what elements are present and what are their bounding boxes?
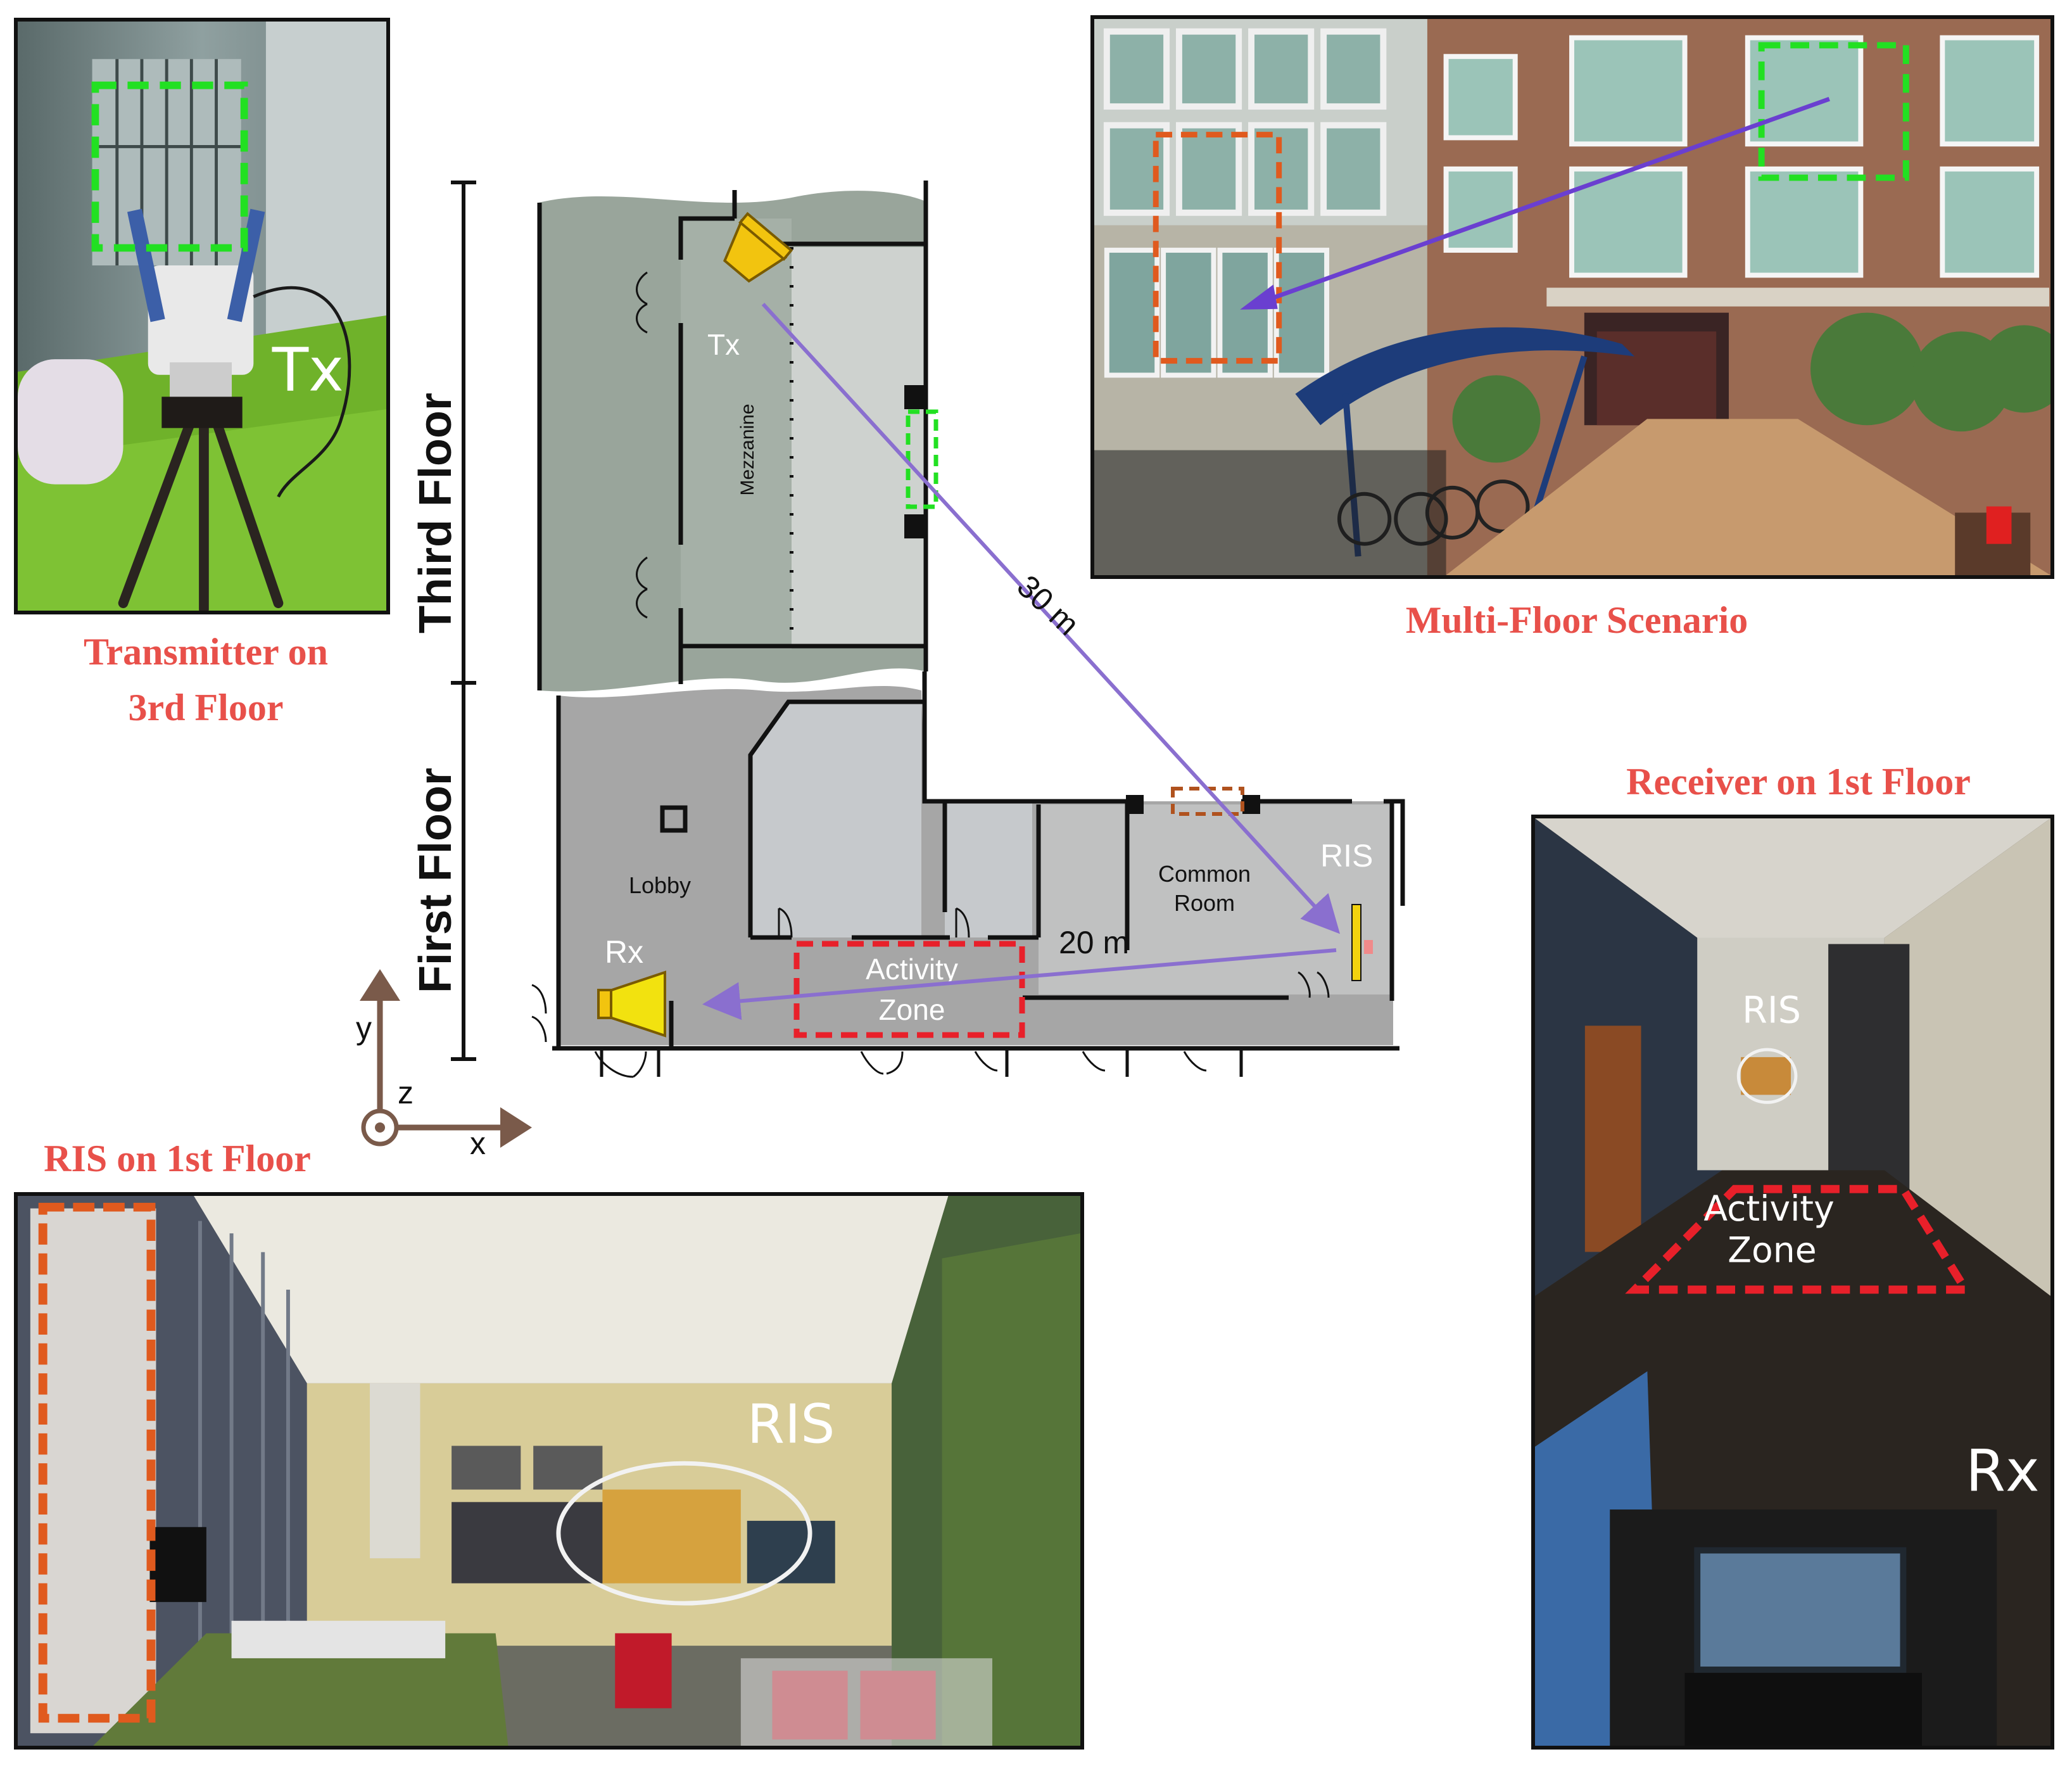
axis-x-label: x	[470, 1126, 486, 1161]
common-room-label-1: Common	[1158, 861, 1251, 887]
distance-tx-ris-label: 30 m	[1010, 568, 1085, 642]
photo-building	[1090, 15, 2054, 579]
axes-icon: y z x	[356, 969, 532, 1161]
tx-photo-label: Tx	[272, 335, 344, 405]
photo-ris-room: RIS	[14, 1192, 1084, 1750]
distance-ris-rx-label: 20 m	[1059, 925, 1129, 960]
tx-antenna-icon	[723, 212, 793, 283]
ris-panel-icon	[1351, 904, 1361, 981]
photo-transmitter: Tx	[14, 18, 390, 614]
first-floor-label: First Floor	[410, 768, 461, 993]
rx-photo-rx-label: Rx	[1966, 1438, 2040, 1504]
caption-transmitter: Transmitter on 3rd Floor	[83, 631, 329, 728]
axis-z-label: z	[398, 1075, 414, 1110]
common-room-label-2: Room	[1174, 890, 1235, 916]
caption-receiver: Receiver on 1st Floor	[1626, 761, 1971, 803]
photo-receiver: RIS Activity Zone Rx	[1531, 815, 2054, 1750]
lobby-label: Lobby	[629, 872, 691, 898]
axis-y-label: y	[356, 1010, 372, 1046]
rx-photo-zone-label-2: Zone	[1728, 1230, 1816, 1271]
floor-bracket	[451, 181, 476, 1061]
mezzanine-label: Mezzanine	[737, 403, 758, 495]
third-floor-plan: Tx Mezzanine	[537, 181, 938, 692]
ris-photo-label: RIS	[747, 1394, 835, 1456]
activity-zone-label-1: Activity	[866, 953, 958, 986]
rx-photo-ris-label: RIS	[1742, 989, 1801, 1031]
activity-zone-box	[793, 941, 1025, 1038]
first-floor-plan: Lobby Common Room RIS Activity Zone Rx	[531, 671, 1405, 1078]
tx-label: Tx	[707, 328, 740, 361]
caption-multi-floor: Multi-Floor Scenario	[1405, 599, 1748, 641]
rx-photo-zone-label-1: Activity	[1703, 1189, 1834, 1229]
rx-antenna-icon	[597, 970, 666, 1038]
ris-label: RIS	[1320, 838, 1373, 873]
third-floor-label: Third Floor	[410, 393, 461, 633]
activity-zone-label-2: Zone	[879, 993, 945, 1026]
rx-label: Rx	[605, 934, 643, 970]
caption-ris-room: RIS on 1st Floor	[44, 1138, 311, 1179]
